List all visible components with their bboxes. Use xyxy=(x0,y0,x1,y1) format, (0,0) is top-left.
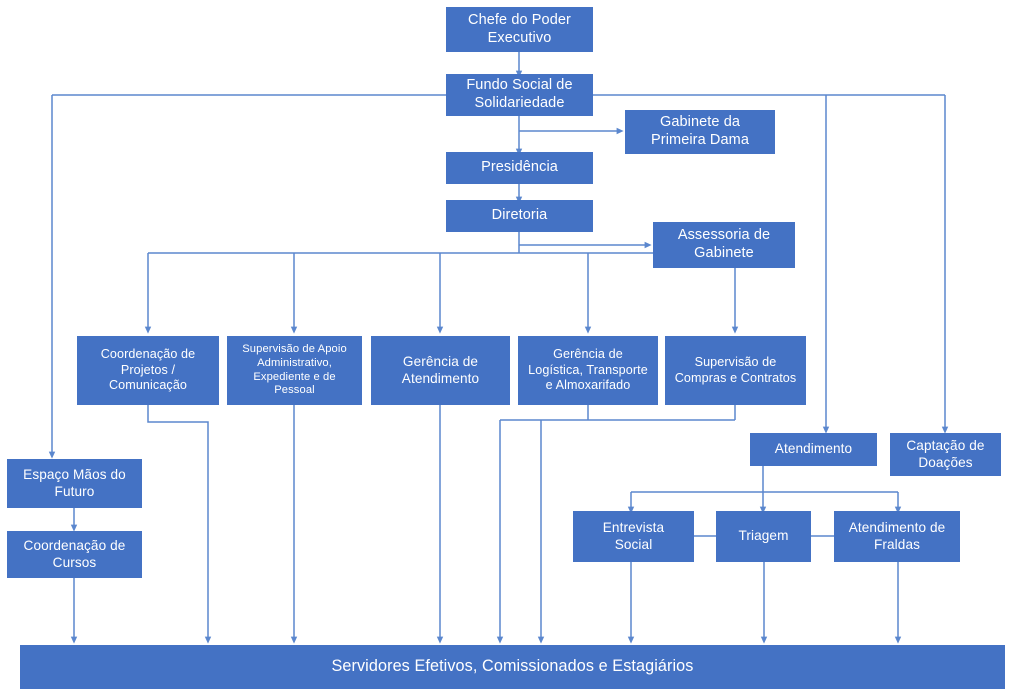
node-atendimento[interactable]: Atendimento xyxy=(750,433,877,466)
node-label: Supervisão de Compras e Contratos xyxy=(674,355,797,385)
node-coordenacao-de-cursos[interactable]: Coordenação de Cursos xyxy=(7,531,142,578)
node-label: Chefe do Poder Executivo xyxy=(468,11,571,46)
node-fundo-social-de-solidariedade[interactable]: Fundo Social de Solidariedade xyxy=(446,74,593,116)
node-label: Triagem xyxy=(738,528,789,544)
node-coordenacao-de-projetos-comunicacao[interactable]: Coordenação de Projetos / Comunicação xyxy=(77,336,219,405)
node-assessoria-de-gabinete[interactable]: Assessoria de Gabinete xyxy=(653,222,795,268)
node-servidores-efetivos-comissionados-e-estagiarios[interactable]: Servidores Efetivos, Comissionados e Est… xyxy=(20,645,1005,689)
node-atendimento-de-fraldas[interactable]: Atendimento de Fraldas xyxy=(834,511,960,562)
node-label: Fundo Social de Solidariedade xyxy=(466,77,573,111)
node-entrevista-social[interactable]: Entrevista Social xyxy=(573,511,694,562)
node-triagem[interactable]: Triagem xyxy=(716,511,811,562)
node-label: Entrevista Social xyxy=(602,519,665,552)
node-supervisao-de-apoio-administrativo[interactable]: Supervisão de Apoio Administrativo, Expe… xyxy=(227,336,362,405)
node-label: Diretoria xyxy=(491,207,548,224)
node-espaco-maos-do-futuro[interactable]: Espaço Mãos do Futuro xyxy=(7,459,142,508)
node-label: Gerência de Atendimento xyxy=(401,353,480,386)
node-presidencia[interactable]: Presidência xyxy=(446,152,593,184)
edge-coordproj-servidores xyxy=(147,405,212,644)
node-diretoria[interactable]: Diretoria xyxy=(446,200,593,232)
node-label: Servidores Efetivos, Comissionados e Est… xyxy=(331,657,694,676)
node-gerencia-de-logistica-transporte-e-almoxarifado[interactable]: Gerência de Logística, Transporte e Almo… xyxy=(518,336,658,405)
node-gerencia-de-atendimento[interactable]: Gerência de Atendimento xyxy=(371,336,510,405)
node-label: Gabinete da Primeira Dama xyxy=(651,114,749,148)
node-label: Coordenação de Projetos / Comunicação xyxy=(100,347,196,393)
node-label: Atendimento xyxy=(774,441,853,457)
node-gabinete-da-primeira-dama[interactable]: Gabinete da Primeira Dama xyxy=(625,110,775,154)
node-label: Presidência xyxy=(481,159,558,176)
node-label: Assessoria de Gabinete xyxy=(677,227,771,261)
node-label: Gerência de Logística, Transporte e Almo… xyxy=(528,347,648,393)
node-captacao-de-doacoes[interactable]: Captação de Doações xyxy=(890,433,1001,476)
node-label: Espaço Mãos do Futuro xyxy=(23,466,126,499)
node-label: Supervisão de Apoio Administrativo, Expe… xyxy=(242,343,347,397)
node-label: Coordenação de Cursos xyxy=(23,537,126,570)
node-supervisao-de-compras-e-contratos[interactable]: Supervisão de Compras e Contratos xyxy=(665,336,806,405)
node-label: Captação de Doações xyxy=(906,437,985,470)
node-chefe-do-poder-executivo[interactable]: Chefe do Poder Executivo xyxy=(446,7,593,52)
node-label: Atendimento de Fraldas xyxy=(848,519,946,552)
